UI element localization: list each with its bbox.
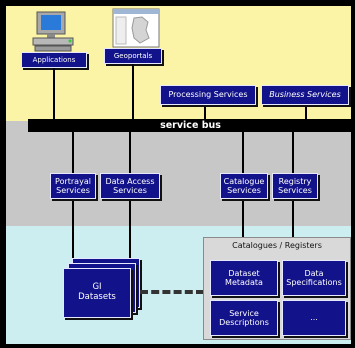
applications-connector [53,68,55,120]
registry-services-box: Registry Services [272,173,318,199]
service-descriptions-box: Service Descriptions [210,300,278,336]
data-specifications-line2: Specifications [286,278,342,287]
portrayal-down-connector [72,199,74,265]
more-registers-label: ... [310,313,318,323]
gi-datasets-line1: GI [92,282,102,293]
data-access-down-connector [129,199,131,265]
catalogues-registers-title: Catalogues / Registers [232,241,322,250]
more-registers-box: ... [282,300,346,336]
gi-datasets-box: GI Datasets [63,268,131,318]
data-access-services-line1: Data Access [105,176,155,186]
data-specifications-line1: Data [304,268,324,278]
catalogue-services-line2: Services [227,186,261,195]
data-access-services-box: Data Access Services [100,173,160,199]
service-bus: service bus [28,119,353,132]
catalogue-down-connector [242,199,244,237]
registry-connector [292,131,294,173]
data-access-services-line2: Services [113,186,147,195]
processing-services-box: Processing Services [160,85,256,105]
data-specifications-box: Data Specifications [282,260,346,296]
catalogue-services-line1: Catalogue [223,176,265,186]
portrayal-services-line2: Services [56,186,90,195]
portrayal-connector [72,131,74,173]
business-services-label: Business Services [269,90,341,100]
portrayal-services-line1: Portrayal [55,176,91,186]
catalogue-connector [242,131,244,173]
processing-connector [204,105,206,120]
service-descriptions-line1: Service [229,308,259,318]
business-connector [305,105,307,120]
dataset-metadata-link [140,290,204,294]
service-bus-label: service bus [160,120,221,131]
dataset-metadata-box: Dataset Metadata [210,260,278,296]
geoportals-label: Geoportals [113,51,153,60]
registry-down-connector [292,199,294,237]
registry-services-line2: Services [278,186,312,195]
gi-datasets-line2: Datasets [78,292,116,302]
dataset-metadata-line1: Dataset [228,268,260,278]
map-window-icon [112,8,160,48]
registry-services-line1: Registry [278,176,312,186]
processing-services-label: Processing Services [168,90,248,100]
geoportals-connector [132,64,134,120]
portrayal-services-box: Portrayal Services [50,173,96,199]
data-access-connector [129,131,131,173]
business-services-box: Business Services [261,85,349,105]
dataset-metadata-line2: Metadata [225,278,263,287]
applications-label: Applications [32,55,76,64]
service-descriptions-line2: Descriptions [219,318,269,327]
computer-icon [32,11,74,52]
geoportals-box: Geoportals [104,48,162,64]
applications-box: Applications [21,52,87,68]
catalogue-services-box: Catalogue Services [220,173,268,199]
